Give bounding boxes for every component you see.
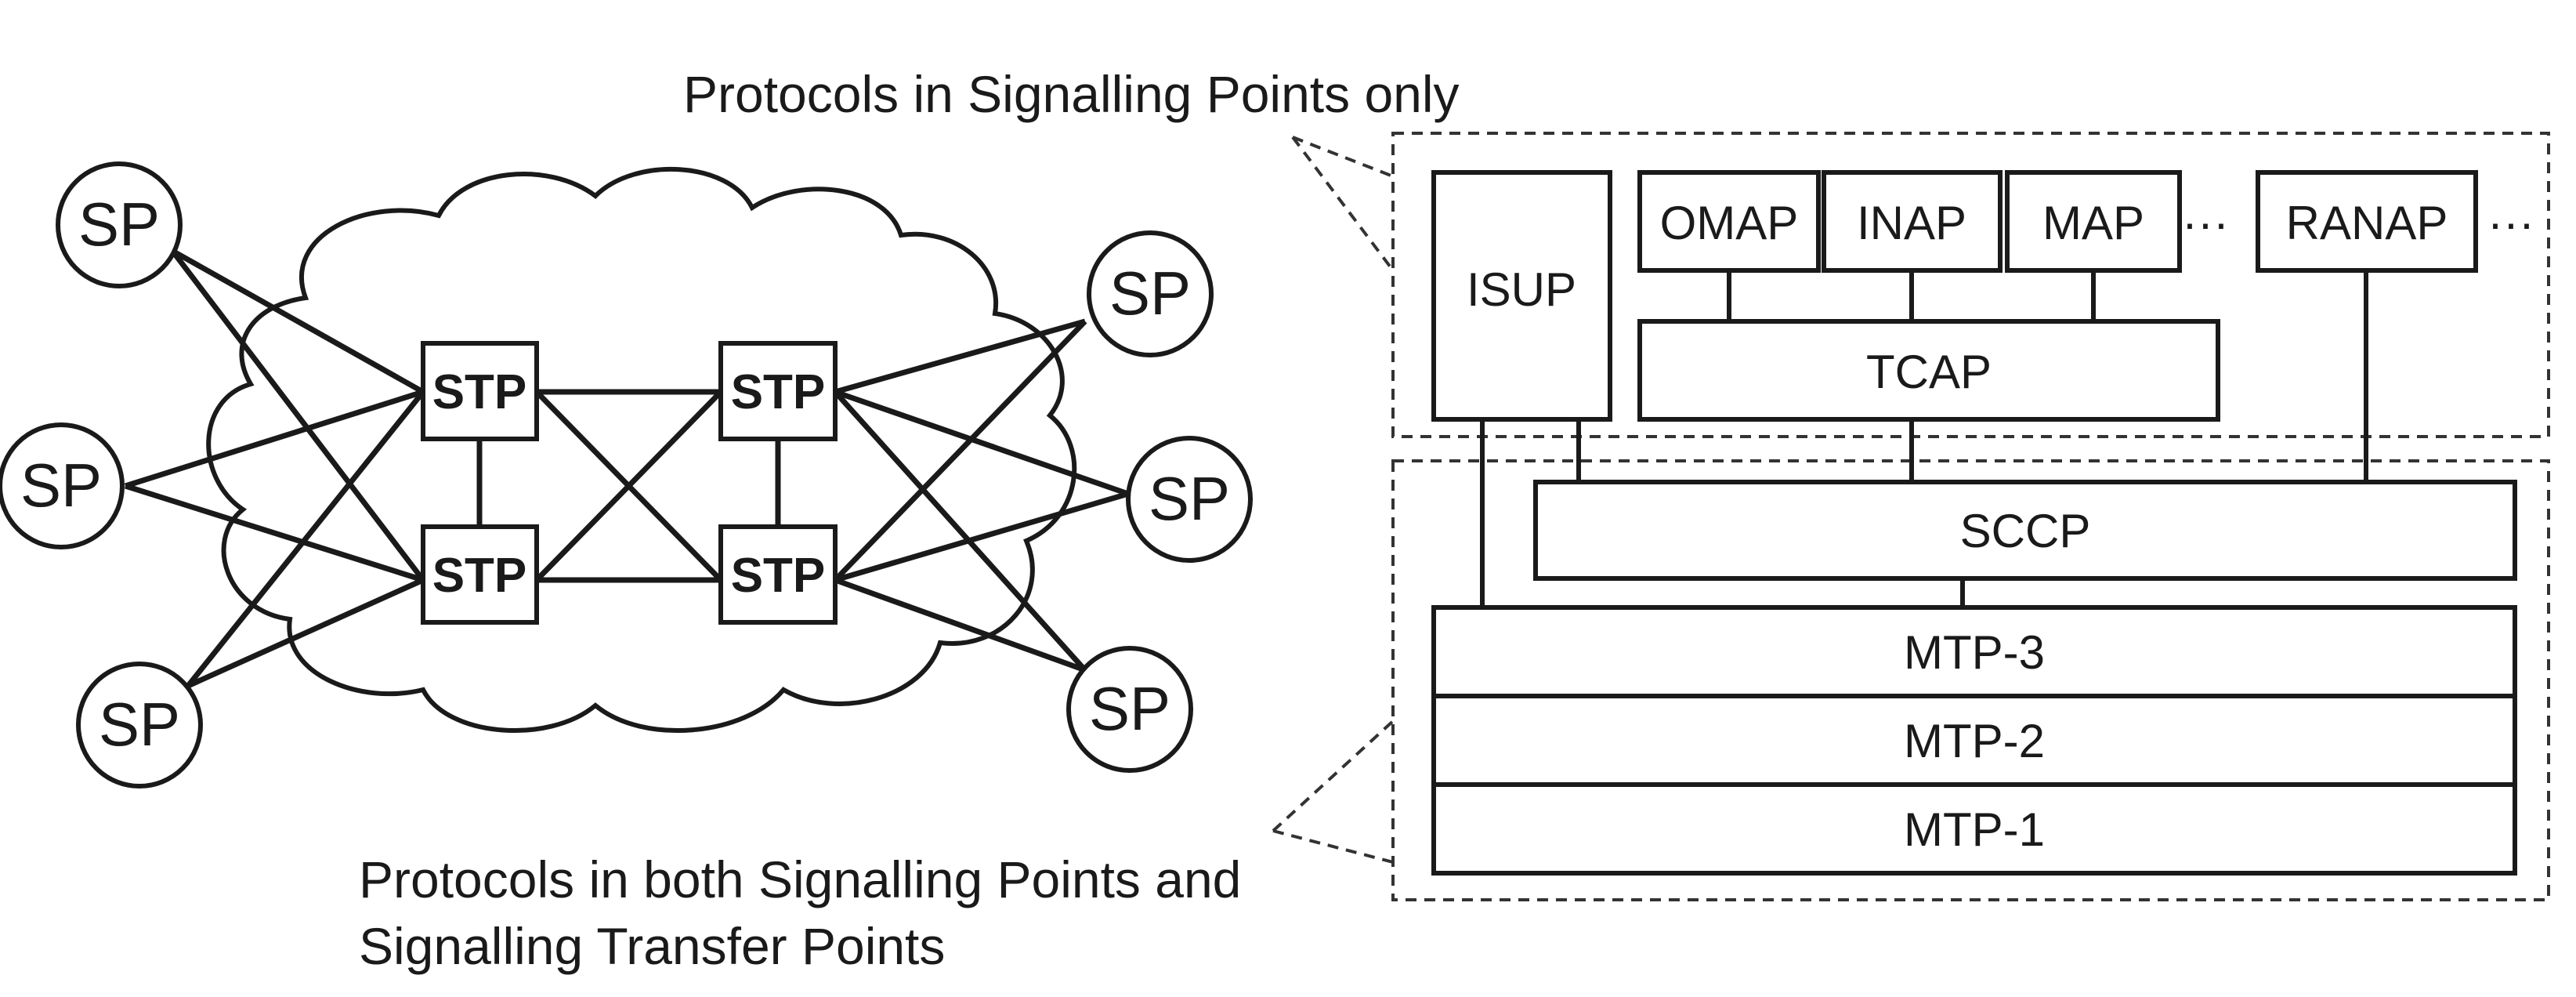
sp-node: SP [1126, 436, 1253, 563]
sp-label: SP [1149, 464, 1230, 533]
stp-label: STP [731, 365, 826, 419]
mtp1-label: MTP-1 [1904, 803, 2045, 856]
caption-pointer-bottom [1272, 829, 1394, 864]
isup-label: ISUP [1467, 263, 1576, 316]
map-label: MAP [2042, 197, 2144, 249]
mtp2-block: MTP-2 [1431, 694, 2517, 787]
sp-node: SP [1066, 646, 1193, 773]
sp-node: SP [76, 662, 203, 789]
map-block: MAP [2005, 170, 2182, 273]
stp-mesh-links [476, 389, 781, 583]
sp-label: SP [1109, 259, 1191, 328]
stp-label: STP [432, 365, 527, 419]
stp-label: STP [731, 549, 826, 603]
sp-label: SP [20, 451, 102, 520]
mtp3-label: MTP-3 [1904, 626, 2045, 679]
stp-node: STP [421, 341, 539, 441]
caption-both-line1: Protocols in both Signalling Points and [359, 850, 1241, 908]
stack-connectors [1480, 270, 2368, 607]
stp-node: STP [421, 524, 539, 625]
stp-label: STP [432, 549, 527, 603]
sp-node: SP [1087, 230, 1214, 357]
tcap-block: TCAP [1637, 319, 2220, 422]
sp-node: SP [0, 422, 125, 549]
ellipsis-label: ··· [2487, 197, 2534, 249]
isup-block: ISUP [1431, 170, 1612, 422]
sccp-label: SCCP [1960, 505, 2091, 557]
inap-block: INAP [1822, 170, 2003, 273]
mtp3-block: MTP-3 [1431, 605, 2517, 698]
sp-and-stp-region [1391, 459, 2550, 901]
ranap-block: RANAP [2256, 170, 2478, 273]
omap-label: OMAP [1660, 197, 1799, 249]
omap-block: OMAP [1637, 170, 1821, 273]
ranap-label: RANAP [2286, 197, 2448, 249]
sp-label: SP [1089, 674, 1170, 743]
tcap-label: TCAP [1866, 346, 1992, 398]
sp-label: SP [78, 190, 160, 259]
sp-stp-links-right [833, 318, 1130, 673]
caption-pointer-top [1291, 136, 1395, 272]
sp-node: SP [56, 161, 183, 288]
caption-both-line2: Signalling Transfer Points [359, 917, 945, 975]
mtp1-block: MTP-1 [1431, 782, 2517, 876]
sp-stp-links-left [124, 248, 425, 689]
sp-label: SP [99, 690, 180, 759]
sccp-block: SCCP [1533, 480, 2517, 581]
mtp2-label: MTP-2 [1904, 715, 2045, 767]
caption-pointer-bottom [1272, 720, 1395, 832]
inap-label: INAP [1857, 197, 1966, 249]
stp-node: STP [718, 341, 838, 441]
network-cloud [206, 166, 1077, 733]
sp-only-region [1391, 132, 2550, 438]
stp-node: STP [718, 524, 838, 625]
caption-sp-only: Protocols in Signalling Points only [683, 65, 1460, 123]
ellipsis-label: ··· [2182, 197, 2229, 249]
